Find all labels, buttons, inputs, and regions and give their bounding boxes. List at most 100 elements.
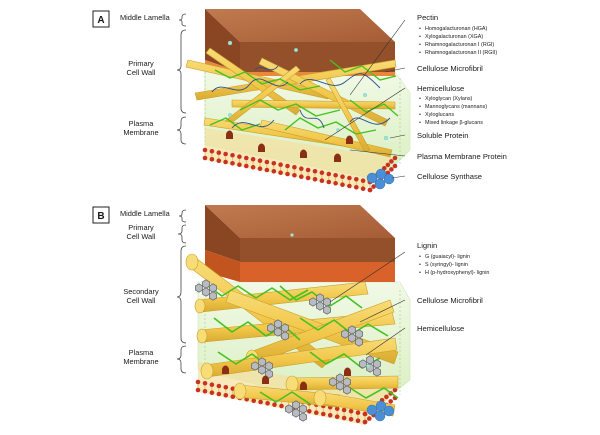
panel-a: A Middle Lamella Primary Cell Wall Plasm…: [92, 9, 507, 193]
membrane-lipid-head: [389, 159, 394, 164]
panel-b-lignin-item-2: S (syringyl)- lignin: [425, 262, 468, 268]
lignin-hexagon: [292, 408, 300, 418]
lignin-hexagon: [299, 412, 307, 422]
panel-a-leader-lines: [324, 19, 406, 179]
panel-a-plasma-membrane-protein-label: Plasma Membrane Protein: [417, 152, 507, 161]
membrane-lipid-head: [250, 157, 256, 162]
membrane-lipid-head: [312, 177, 318, 182]
membrane-lipid-head: [354, 185, 359, 190]
membrane-lipid-head: [333, 173, 338, 178]
membrane-lipid-head: [389, 167, 394, 172]
membrane-lipid-head: [244, 163, 249, 169]
membrane-lipid-head: [216, 383, 222, 389]
panel-a-hemicellulose-title: Hemicellulose: [417, 84, 464, 93]
panel-a-hemicellulose-item-1: Xyloglycan (Xylans): [425, 96, 473, 102]
panel-a-primary-wall-label-1: Primary: [128, 59, 154, 68]
membrane-lipid-head: [195, 379, 201, 385]
lignin-hexagon: [316, 301, 324, 311]
membrane-lipid-head: [264, 167, 270, 173]
membrane-lipid-head: [257, 166, 263, 171]
panel-a-plasma-membrane-label-1: Plasma: [129, 119, 155, 128]
membrane-lipid-head: [292, 173, 297, 178]
lignin-hexagon: [299, 404, 307, 414]
lignin-hexagon: [355, 329, 363, 339]
lignin-hexagon: [355, 337, 363, 347]
membrane-lipid-head: [360, 186, 366, 191]
panel-a-letter: A: [97, 15, 104, 26]
panel-b-middle-lamella-label: Middle Lamella: [120, 209, 171, 218]
membrane-lipid-head: [209, 157, 215, 162]
membrane-lipid-head: [341, 415, 347, 421]
membrane-lipid-head: [319, 170, 325, 175]
lignin-hexagon: [323, 305, 331, 315]
membrane-lipid-head: [202, 147, 208, 153]
membrane-lipid-head: [340, 174, 345, 179]
panel-a-hemicellulose-bullet-2: •: [419, 104, 421, 110]
panel-a-hemicellulose-bullet-4: •: [419, 120, 421, 126]
membrane-lipid-head: [340, 182, 345, 187]
lignin-hexagon: [336, 381, 344, 391]
panel-b-primary-wall-label-1: Primary: [128, 223, 154, 232]
lignin-hexagon: [274, 327, 282, 337]
membrane-lipid-head: [279, 403, 284, 409]
membrane-lipid-head: [278, 170, 283, 175]
membrane-lipid-head: [250, 165, 256, 170]
panel-a-pectin-title: Pectin: [417, 13, 438, 22]
panel-a-hemicellulose-bullet-1: •: [419, 96, 421, 102]
membrane-lipid-head: [223, 151, 228, 157]
panel-a-hemicellulose-item-2: Mannoglycans (mannans): [425, 104, 487, 110]
panel-a-cellulose-microfibrils: [185, 47, 397, 158]
membrane-lipid-head: [341, 407, 347, 413]
membrane-lipid-head: [223, 385, 229, 390]
lignin-hexagon: [267, 323, 275, 333]
membrane-lipid-head: [251, 398, 256, 404]
panel-b-secondary-wall-label-1: Secondary: [123, 287, 159, 296]
panel-b-lignin-item-3: H (p-hydroxyphenyl)- lignin: [425, 270, 489, 276]
panel-a-pectin-list: • Homogalacturonan (HGA) • Xylogalacturo…: [419, 26, 497, 56]
membrane-lipid-head: [271, 161, 277, 166]
membrane-lipid-head: [384, 394, 389, 400]
membrane-lipid-head: [355, 410, 361, 416]
panel-a-pectin-bullet-1: •: [419, 26, 421, 32]
lignin-hexagon: [274, 319, 282, 329]
panel-b-letter: B: [97, 211, 104, 222]
membrane-lipid-head: [347, 183, 352, 189]
lignin-hexagon: [258, 365, 266, 375]
panel-a-letter-box: [92, 10, 110, 28]
panel-b-lignin-bullet-3: •: [419, 270, 421, 276]
panel-b-plasma-membrane-proteins: [222, 365, 352, 390]
watermark-text: 知乎 @Daydreamer: [439, 402, 583, 420]
panel-b-plasma-membrane-label-1: Plasma: [129, 348, 155, 357]
membrane-lipid-head: [326, 179, 332, 185]
lignin-hexagon: [359, 359, 367, 369]
lignin-hexagon: [373, 359, 381, 369]
membrane-lipid-head: [237, 154, 242, 159]
lignin-hexagon: [341, 329, 349, 339]
lignin-hexagon: [309, 297, 317, 307]
panel-a-soluble-proteins: [227, 40, 389, 141]
panel-b-cellulose-microfibrils: [185, 253, 399, 417]
membrane-lipid-head: [392, 155, 398, 161]
panel-a-hemicellulose-bullet-3: •: [419, 112, 421, 118]
panel-a-pectin-strands: [211, 65, 391, 129]
lignin-hexagon: [373, 367, 381, 377]
membrane-lipid-head: [271, 169, 277, 174]
panel-b-lignin-bullet-1: •: [419, 254, 421, 260]
membrane-lipid-head: [292, 165, 297, 170]
membrane-lipid-head: [209, 390, 215, 396]
panel-b-plasma-membrane-label-2: Membrane: [123, 357, 158, 366]
panel-a-soluble-protein-label: Soluble Protein: [417, 131, 469, 140]
lignin-hexagon: [281, 323, 289, 333]
membrane-lipid-head: [202, 381, 208, 386]
panel-a-hemicellulose-chains: [209, 59, 399, 135]
panel-a-pectin-bullet-4: •: [419, 50, 421, 56]
panel-b-lignin-title: Lignin: [417, 241, 437, 250]
panel-a-hemicellulose-item-3: Xyloglucans: [425, 112, 454, 118]
membrane-lipid-head: [367, 187, 373, 193]
lignin-hexagon: [323, 297, 331, 307]
membrane-lipid-head: [202, 389, 208, 394]
panel-a-hemicellulose-item-4: Mixed linkage β-glucans: [425, 120, 483, 126]
panel-b-braces: [176, 209, 187, 374]
panel-b-secondary-wall-label-2: Cell Wall: [127, 296, 156, 305]
